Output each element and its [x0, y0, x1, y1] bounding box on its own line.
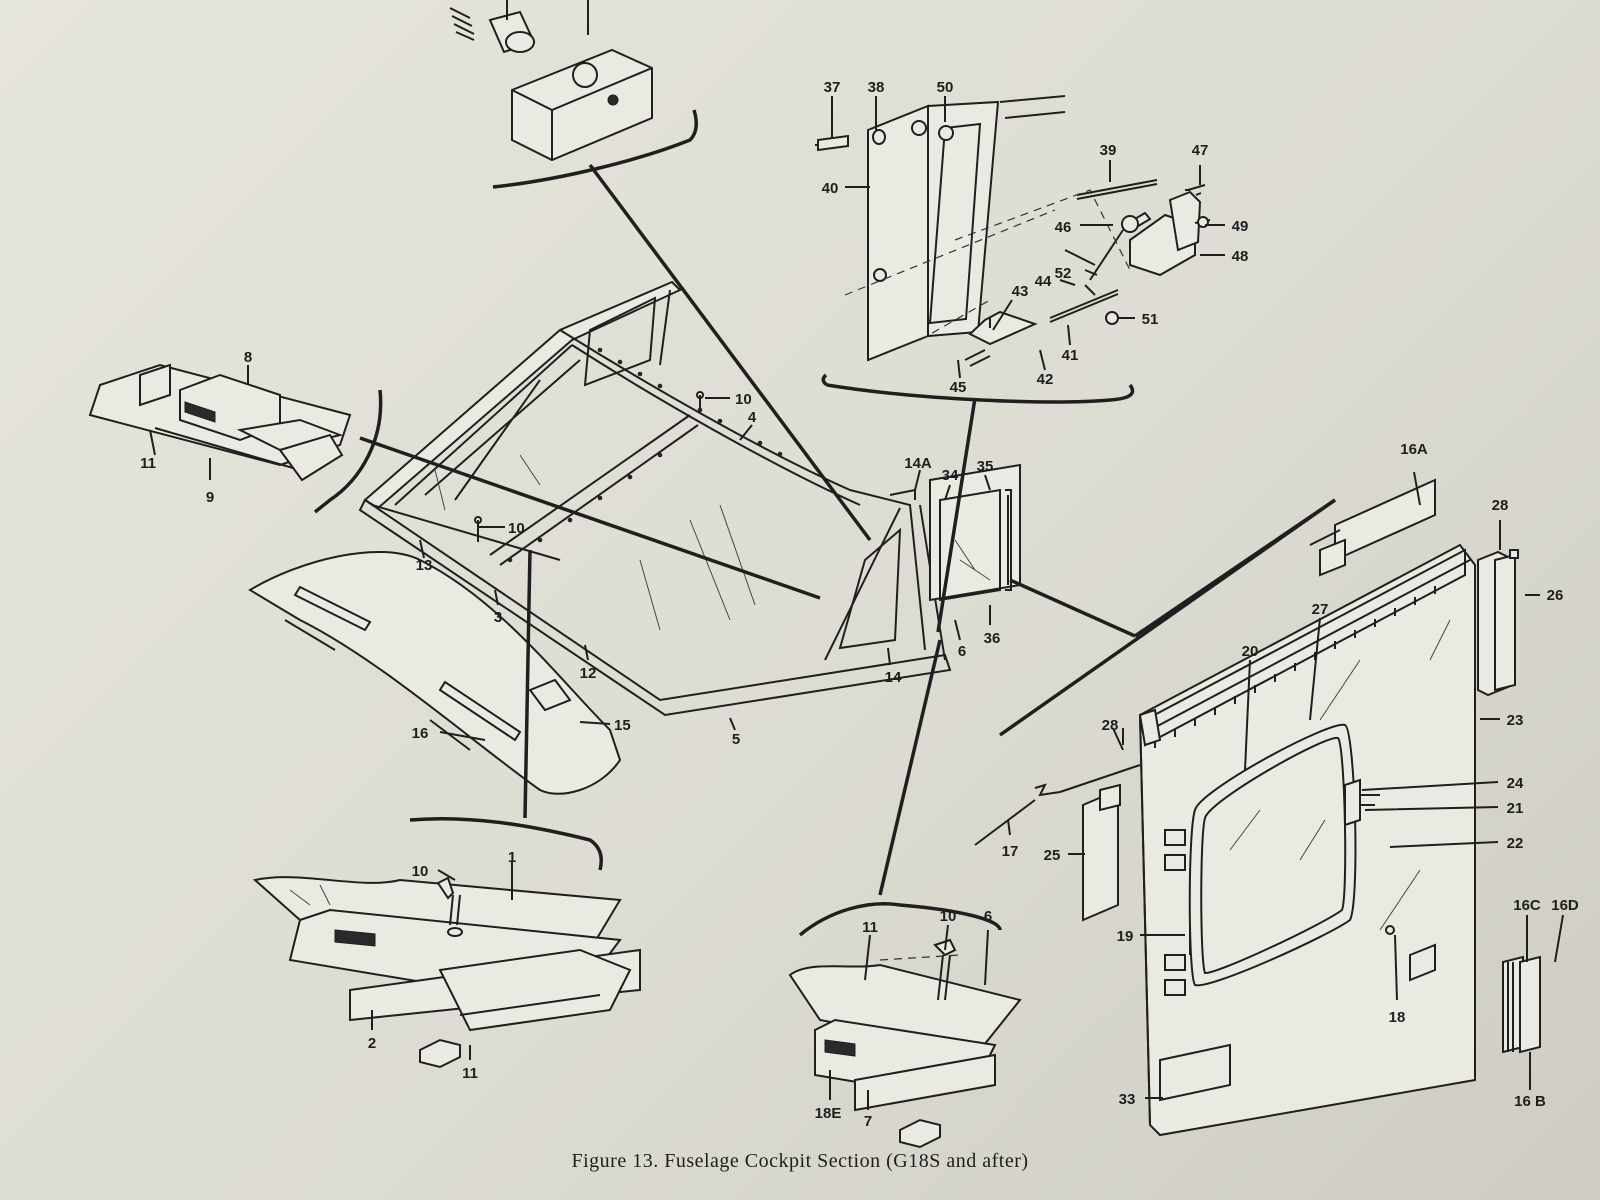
callout-7: 7	[864, 1113, 872, 1130]
callout-11-hinge-left: 11	[462, 1065, 478, 1082]
callout-13: 13	[416, 557, 433, 574]
callout-16B: 16 B	[1514, 1093, 1546, 1110]
callout-23: 23	[1507, 712, 1524, 729]
leader-lines	[359, 163, 1337, 896]
callout-3: 3	[494, 609, 502, 626]
callout-18E: 18E	[815, 1105, 842, 1122]
callout-35: 35	[977, 458, 994, 475]
callout-39: 39	[1100, 142, 1117, 159]
callout-12: 12	[580, 665, 597, 682]
callout-44: 44	[1035, 273, 1052, 290]
callout-37: 37	[824, 79, 841, 96]
callout-49: 49	[1232, 218, 1249, 235]
callout-5: 5	[732, 731, 740, 748]
callout-16D: 16D	[1551, 897, 1579, 914]
callout-17: 17	[1002, 843, 1019, 860]
callout-34: 34	[942, 467, 959, 484]
figure-caption: Figure 13. Fuselage Cockpit Section (G18…	[571, 1150, 1029, 1172]
callout-47: 47	[1192, 142, 1209, 159]
callout-14: 14	[885, 669, 902, 686]
callout-45: 45	[950, 379, 967, 396]
door-detail	[974, 478, 1541, 1137]
callout-19: 19	[1117, 928, 1134, 945]
callout-10-windshield-top: 10	[735, 391, 752, 408]
callout-50: 50	[937, 79, 954, 96]
callout-16C: 16C	[1513, 897, 1541, 914]
callout-41: 41	[1062, 347, 1079, 364]
callout-42: 42	[1037, 371, 1054, 388]
nose-panel	[248, 550, 622, 795]
callout-10-windshield-left: 10	[508, 520, 525, 537]
callout-25: 25	[1044, 847, 1061, 864]
hinge-assembly-detail	[252, 816, 641, 1069]
hinge-assembly-detail-2	[788, 902, 1022, 1149]
callout-16: 16	[412, 725, 429, 742]
callout-15: 15	[614, 717, 631, 734]
callout-27: 27	[1312, 601, 1329, 618]
bracket-assembly-detail	[815, 95, 1211, 404]
callout-11-hinge-center: 11	[862, 919, 878, 936]
callout-48: 48	[1232, 248, 1249, 265]
rivet-row	[507, 347, 783, 563]
callout-46: 46	[1055, 219, 1072, 236]
callout-22: 22	[1507, 835, 1524, 852]
callout-labels: 37 38 50 40 39 47 46 49 48 52 43 44 51 4…	[140, 79, 1579, 1130]
callout-1: 1	[508, 849, 516, 866]
callout-10-hinge-center: 10	[940, 908, 957, 925]
callout-10-hinge-left: 10	[412, 863, 429, 880]
callout-8: 8	[244, 349, 252, 366]
callout-9: 9	[206, 489, 214, 506]
callout-28-door: 28	[1102, 717, 1119, 734]
callout-36: 36	[984, 630, 1001, 647]
spring-bushing-block-detail	[449, 0, 698, 189]
windshield-frame	[358, 280, 1021, 717]
callout-26: 26	[1547, 587, 1564, 604]
callout-ticks	[149, 96, 1564, 1110]
callout-52: 52	[1055, 265, 1072, 282]
callout-40: 40	[822, 180, 839, 197]
callout-33: 33	[1119, 1091, 1136, 1108]
callout-38: 38	[868, 79, 885, 96]
callout-6-frame: 6	[958, 643, 966, 660]
callout-28-top: 28	[1492, 497, 1509, 514]
callout-21: 21	[1507, 800, 1524, 817]
callout-43: 43	[1012, 283, 1029, 300]
callout-20: 20	[1242, 643, 1259, 660]
callout-51: 51	[1142, 311, 1159, 328]
callout-11-left: 11	[140, 455, 156, 472]
callout-6-hinge: 6	[984, 908, 992, 925]
callout-18: 18	[1389, 1009, 1406, 1026]
track-channel-detail	[88, 363, 383, 514]
callout-2: 2	[368, 1035, 376, 1052]
callout-16A: 16A	[1400, 441, 1428, 458]
callout-4: 4	[748, 409, 757, 426]
callout-14A: 14A	[904, 455, 932, 472]
callout-24: 24	[1507, 775, 1524, 792]
